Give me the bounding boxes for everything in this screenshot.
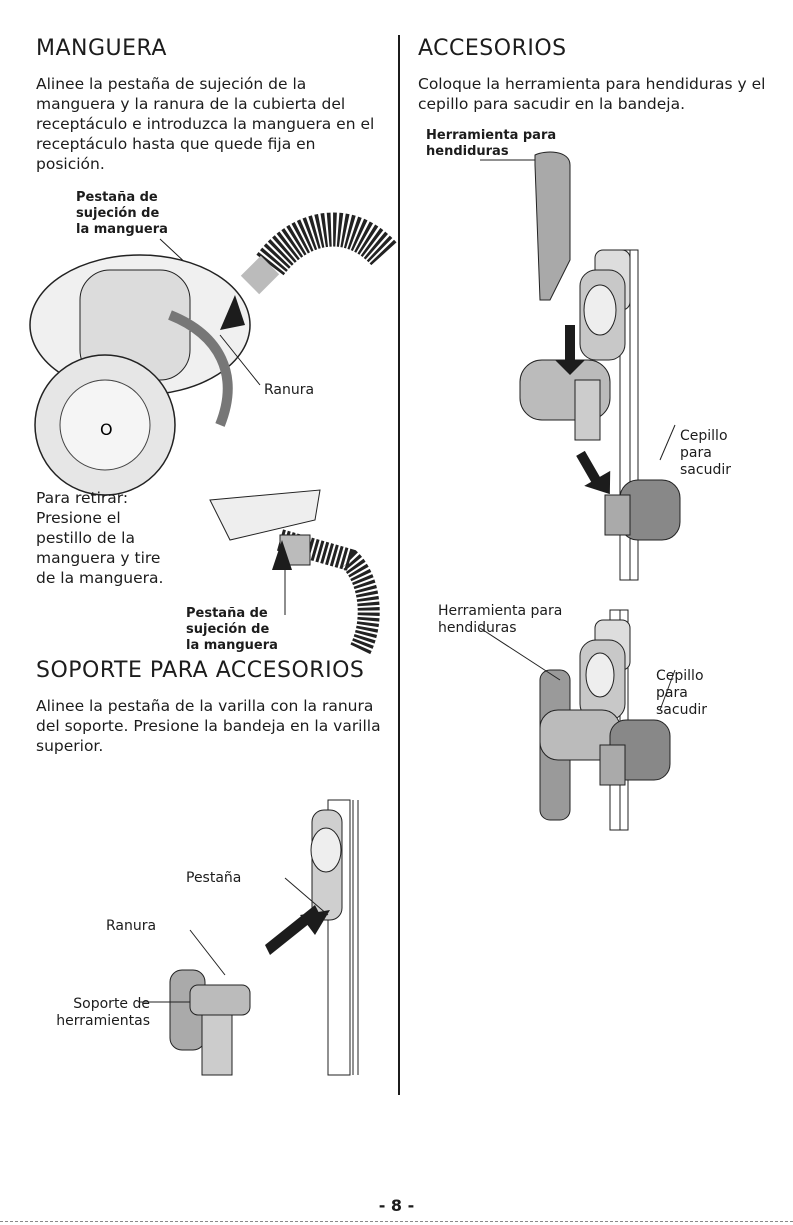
soporte-label-ranura: Ranura <box>106 918 157 934</box>
footer-rule <box>0 1221 793 1222</box>
accesorios-illustration-1 <box>480 151 681 581</box>
manguera-label-pestana: Pestaña de sujeción de la manguera <box>76 190 168 237</box>
manguera-retirar: Para retirar: Presione el pestillo de la… <box>36 489 164 587</box>
soporte-label-soporte: Soporte de herramientas <box>56 996 150 1029</box>
manguera-body: Alinee la pestaña de sujeción de la mang… <box>36 75 375 173</box>
soporte-illustration <box>140 799 359 1076</box>
svg-text:O: O <box>100 420 113 439</box>
hose-latch-illustration <box>209 489 380 655</box>
accesorios-label-cepillo-2: Cepillo para sacudir <box>656 668 707 718</box>
column-divider <box>398 35 400 1095</box>
page-number: - 8 - <box>378 1196 415 1215</box>
accesorios-label-cepillo-1: Cepillo para sacudir <box>680 428 731 478</box>
accesorios-title: ACCESORIOS <box>418 36 567 61</box>
vacuum-hose-illustration: O <box>29 212 398 496</box>
soporte-label-pestana: Pestaña <box>186 870 242 886</box>
soporte-title: SOPORTE PARA ACCESORIOS <box>36 658 365 683</box>
manguera-label-ranura: Ranura <box>264 382 315 398</box>
manguera-label-pestana-2: Pestaña de sujeción de la manguera <box>186 606 278 653</box>
accesorios-body: Coloque la herramienta para hendiduras y… <box>418 75 766 113</box>
manguera-title: MANGUERA <box>36 36 167 61</box>
accesorios-label-herramienta-1: Herramienta para hendiduras <box>426 128 557 159</box>
accesorios-illustration-2 <box>479 609 676 831</box>
soporte-body: Alinee la pestaña de la varilla con la r… <box>36 697 381 755</box>
accesorios-label-herramienta-2: Herramienta para hendiduras <box>438 603 563 636</box>
